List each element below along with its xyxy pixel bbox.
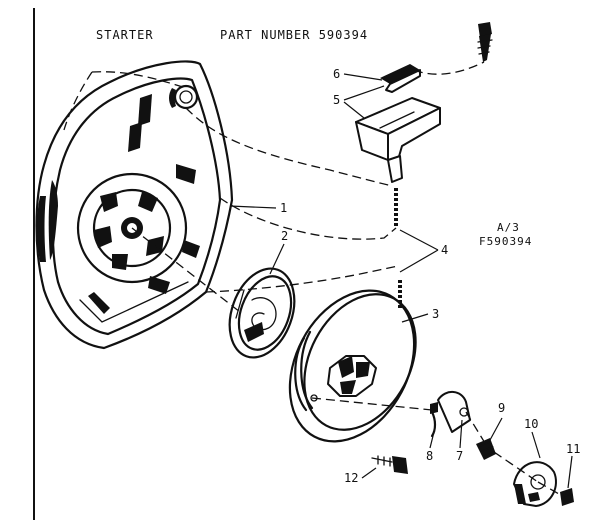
mounting-screw-part — [477, 22, 493, 62]
reference-code-line1: A/3 — [497, 221, 520, 234]
leader-lines — [229, 73, 573, 489]
recoil-spring-part — [228, 267, 296, 359]
pawl-part — [437, 391, 471, 433]
starter-housing-part — [35, 60, 234, 350]
callout-10: 10 — [524, 417, 538, 431]
part-number-label: PART NUMBER 590394 — [220, 28, 368, 42]
compression-spring-part — [476, 438, 496, 460]
callout-5: 5 — [333, 93, 340, 107]
reference-code-line2: F590394 — [479, 235, 532, 248]
handle-insert-part — [380, 64, 421, 93]
callout-8: 8 — [426, 449, 433, 463]
center-bolt-part — [371, 455, 408, 474]
rope-pulley-part — [288, 289, 417, 443]
diagram-title: STARTER — [96, 28, 154, 42]
callout-6: 6 — [333, 67, 340, 81]
callout-3: 3 — [432, 307, 439, 321]
callout-7: 7 — [456, 449, 463, 463]
pawl-spring-part — [430, 402, 438, 438]
retainer-screw-part — [560, 488, 574, 506]
callout-12: 12 — [344, 471, 358, 485]
callout-4: 4 — [441, 243, 448, 257]
callout-9: 9 — [498, 401, 505, 415]
assembly-lines — [63, 61, 567, 499]
callout-1: 1 — [280, 201, 287, 215]
starter-rope-part — [394, 188, 402, 310]
callout-11: 11 — [566, 442, 580, 456]
starter-handle-part — [355, 97, 441, 183]
callout-2: 2 — [281, 229, 288, 243]
retainer-part — [513, 461, 557, 507]
